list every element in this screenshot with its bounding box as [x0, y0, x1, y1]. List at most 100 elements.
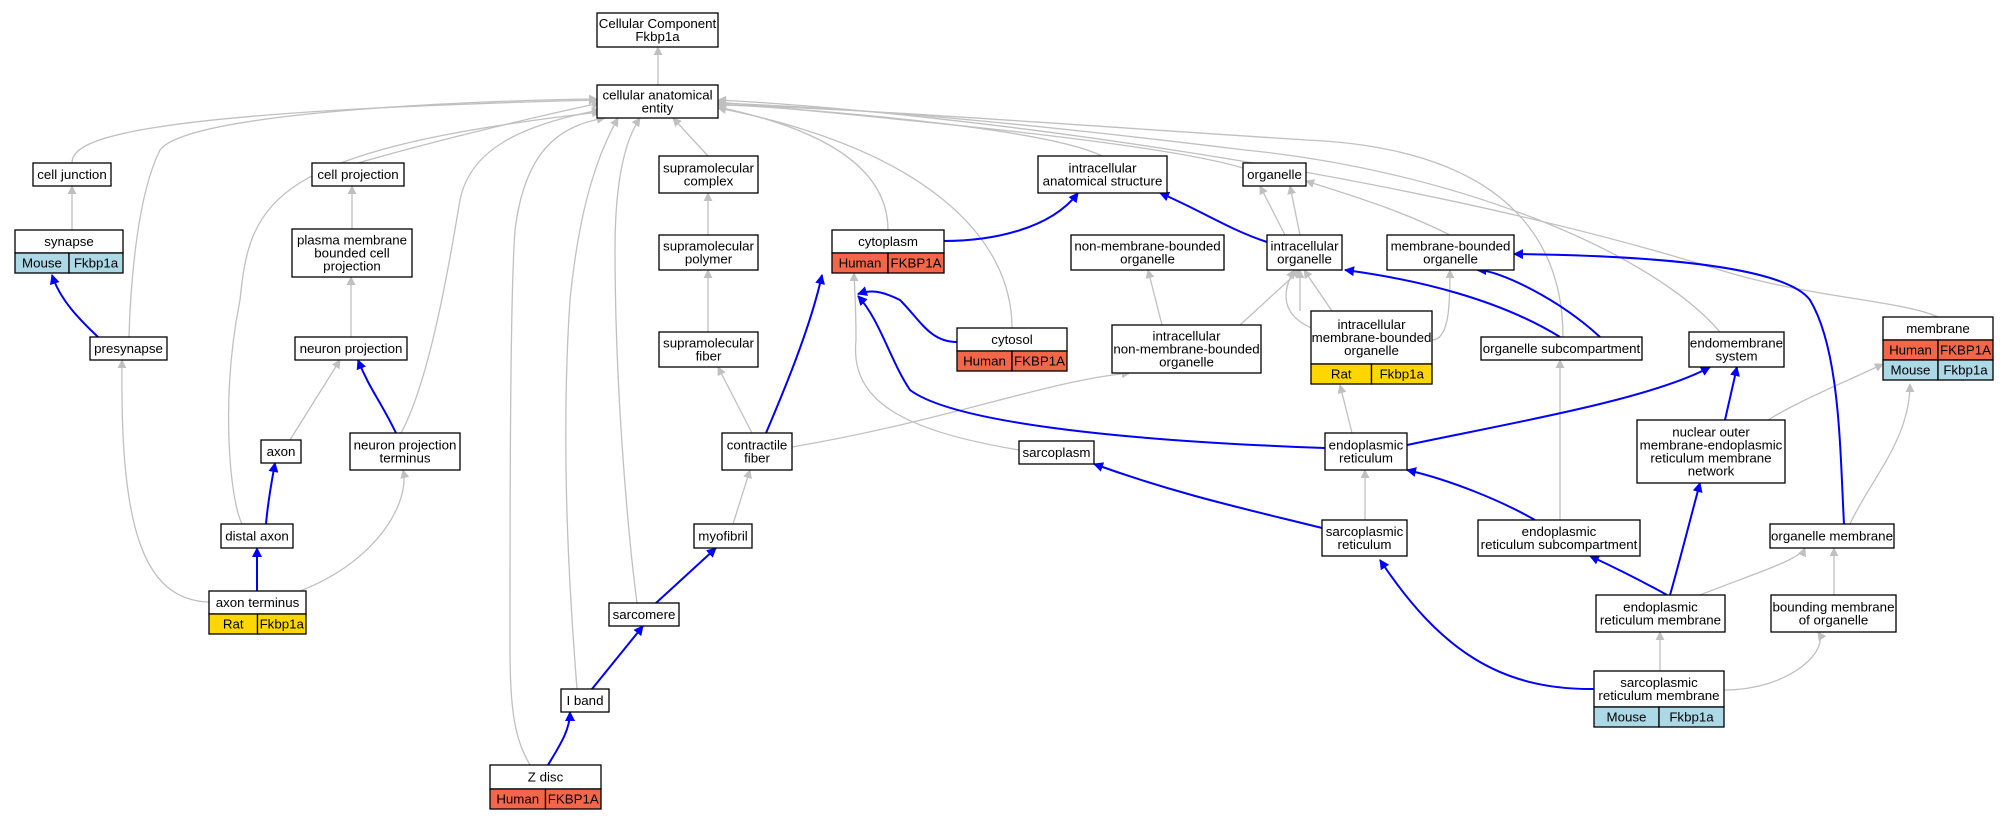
- node-i-band[interactable]: I band: [560, 688, 610, 713]
- gene-label: Fkbp1a: [1943, 363, 1988, 378]
- gene-cell: [1011, 350, 1068, 372]
- node-inmbo[interactable]: intracellularnon-membrane-boundedorganel…: [1111, 324, 1262, 374]
- node-box: [89, 336, 168, 361]
- is-a-edge-2: [357, 100, 601, 164]
- gene-cell: [68, 252, 124, 274]
- node-label: bounded cell: [314, 246, 389, 261]
- is-a-edge-14: [614, 117, 641, 604]
- node-sarcomere[interactable]: sarcomere: [608, 602, 680, 627]
- part-of-edge-54: [857, 295, 1326, 449]
- gene-cell: [1937, 359, 1994, 381]
- node-presynapse[interactable]: presynapse: [89, 336, 168, 361]
- is-a-edge-5: [717, 98, 1244, 169]
- node-label: sarcoplasmic: [1326, 524, 1404, 539]
- node-box: [596, 12, 719, 48]
- part-of-edge-51: [1513, 249, 1845, 525]
- node-label: organelle: [1277, 252, 1332, 267]
- node-box: [560, 688, 610, 713]
- node-label: I band: [567, 693, 604, 708]
- gene-label: FKBP1A: [1014, 354, 1065, 369]
- is-a-edge-39: [791, 369, 1131, 448]
- node-label: network: [1688, 464, 1735, 479]
- node-neuron-projection[interactable]: neuron projection: [294, 336, 408, 361]
- node-label: plasma membrane: [297, 233, 407, 248]
- node-organelle[interactable]: organelle: [1242, 162, 1307, 187]
- node-cell-projection[interactable]: cell projection: [311, 162, 405, 187]
- node-label: reticulum: [1338, 537, 1392, 552]
- node-label: reticulum membrane: [1600, 613, 1721, 628]
- is-a-edge-12: [400, 107, 601, 434]
- node-box: [1321, 519, 1408, 557]
- node-box: [1480, 336, 1643, 361]
- node-myofibril[interactable]: myofibril: [693, 523, 753, 549]
- node-box: [1386, 234, 1515, 271]
- node-box: [489, 764, 602, 790]
- node-box: [1037, 155, 1168, 194]
- node-cell-junction[interactable]: cell junction: [32, 162, 112, 187]
- node-label: of organelle: [1799, 613, 1869, 628]
- node-axon[interactable]: axon: [260, 439, 302, 464]
- node-distal-axon[interactable]: distal axon: [220, 523, 294, 549]
- part-of-edge-61: [1379, 559, 1595, 691]
- is-a-edge-40: [849, 272, 1020, 451]
- node-label: complex: [684, 174, 734, 189]
- node-organelle-membrane[interactable]: organelle membrane: [1769, 523, 1895, 549]
- gene-label: FKBP1A: [548, 792, 599, 807]
- is-a-edge-25: [1305, 179, 1451, 236]
- node-label: sarcoplasm: [1023, 445, 1091, 460]
- node-label: membrane-bounded: [1312, 330, 1432, 345]
- gene-cell: [544, 788, 602, 810]
- node-label: cytosol: [991, 332, 1032, 347]
- node-imbo[interactable]: intracellularmembrane-boundedorganelleRa…: [1310, 310, 1433, 385]
- gene-label: FKBP1A: [891, 256, 942, 271]
- node-label: reticulum: [1339, 451, 1393, 466]
- gene-cell: [1658, 706, 1725, 728]
- is-a-edge-4: [717, 99, 1103, 157]
- node-label: cell junction: [37, 167, 106, 182]
- node-box: [1324, 432, 1408, 471]
- node-box: [1770, 594, 1897, 633]
- is-a-edge-22: [1145, 269, 1163, 326]
- node-label: reticulum membrane: [1598, 688, 1719, 703]
- is-a-edge-7: [717, 98, 1721, 333]
- node-label: axon terminus: [216, 595, 300, 610]
- is-a-edge-42: [1849, 383, 1915, 525]
- node-organelle-subcompartment[interactable]: organelle subcompartment: [1480, 336, 1643, 361]
- is-a-edge-3: [672, 117, 709, 157]
- is-a-edge-36: [289, 359, 341, 441]
- part-of-edge-57: [1093, 462, 1323, 529]
- node-box: [349, 432, 461, 471]
- part-of-edge-58: [1406, 467, 1536, 521]
- node-nuclear-outer[interactable]: nuclear outermembrane-endoplasmicreticul…: [1636, 419, 1786, 484]
- node-sarcoplasm[interactable]: sarcoplasm: [1018, 440, 1095, 465]
- is-a-edge-41: [1767, 363, 1884, 421]
- node-label: neuron projection: [300, 341, 403, 356]
- node-label: endoplasmic: [1522, 524, 1597, 539]
